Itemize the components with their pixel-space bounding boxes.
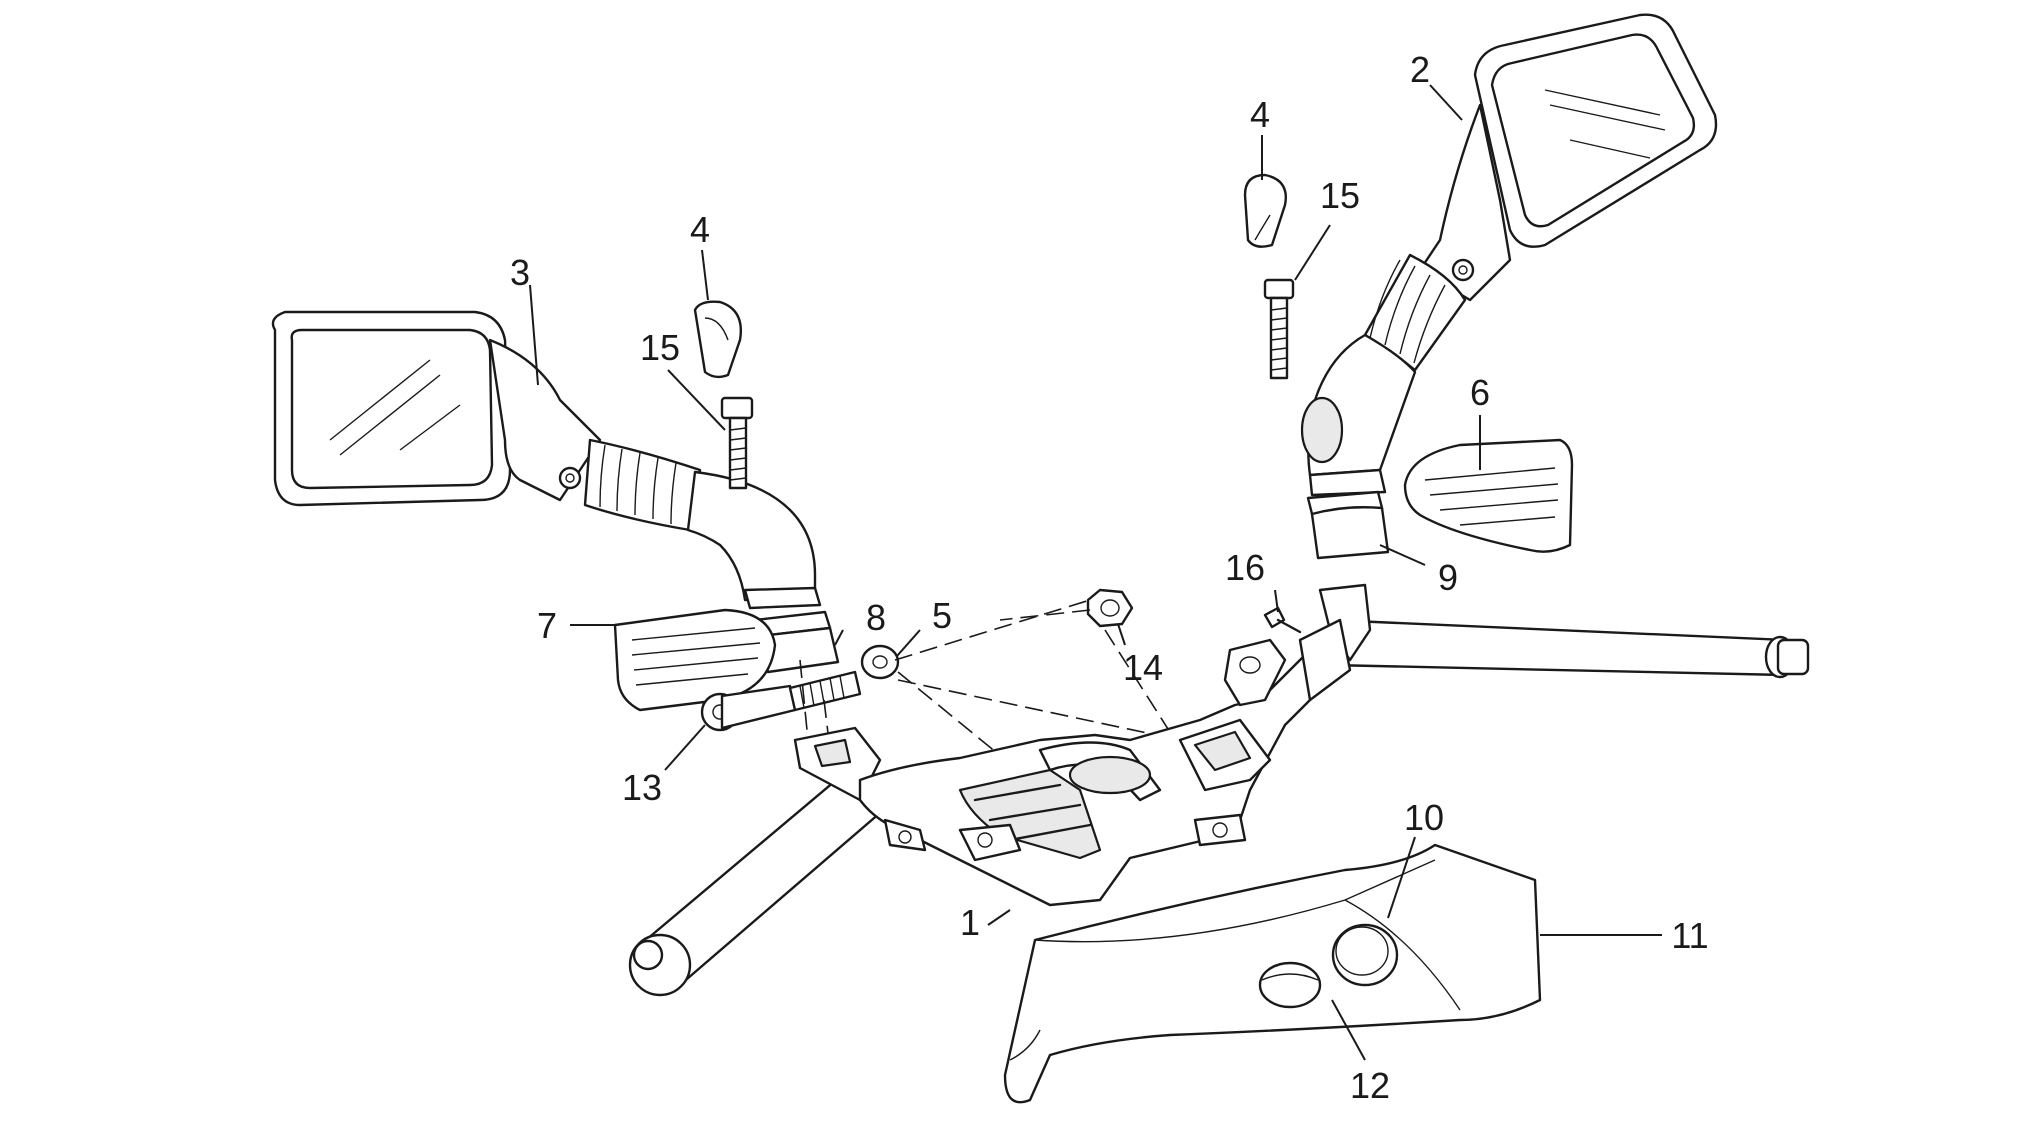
left-bolt: [720, 396, 754, 490]
callout-5: 5: [932, 595, 952, 636]
callout-12: 12: [1350, 1065, 1390, 1106]
callout-4-left: 4: [690, 209, 710, 250]
left-mirror: [271, 310, 822, 610]
callout-6: 6: [1470, 372, 1490, 413]
cover-button-large: [1331, 923, 1399, 987]
right-cap: [1243, 173, 1287, 248]
left-cap: [693, 300, 742, 379]
callout-16: 16: [1225, 547, 1265, 588]
callout-14: 14: [1123, 647, 1163, 688]
callout-4-right: 4: [1250, 94, 1270, 135]
clamp-screw: [700, 670, 862, 732]
right-mirror: [1300, 13, 1718, 497]
right-clamp-block: [1306, 490, 1390, 560]
left-pad: [613, 608, 777, 712]
left-clamp-block: [753, 610, 840, 674]
callout-15-right: 15: [1320, 175, 1360, 216]
callout-3: 3: [510, 252, 530, 293]
right-bolt: [1263, 278, 1295, 380]
callout-15-left: 15: [640, 327, 680, 368]
callout-11: 11: [1671, 915, 1708, 956]
nut: [1086, 588, 1134, 628]
callout-7: 7: [537, 605, 557, 646]
cover-button-small: [1258, 961, 1322, 1009]
callout-2: 2: [1410, 49, 1430, 90]
left-mirror-bellows: [583, 438, 702, 532]
callout-10: 10: [1404, 797, 1444, 838]
callout-13: 13: [622, 767, 662, 808]
handlebar-assembly: [628, 583, 1810, 997]
right-pad: [1403, 438, 1574, 553]
callout-1: 1: [960, 902, 980, 943]
washer: [860, 644, 900, 680]
small-screw: [1263, 606, 1302, 634]
callout-9: 9: [1438, 557, 1458, 598]
callout-8: 8: [866, 597, 886, 638]
